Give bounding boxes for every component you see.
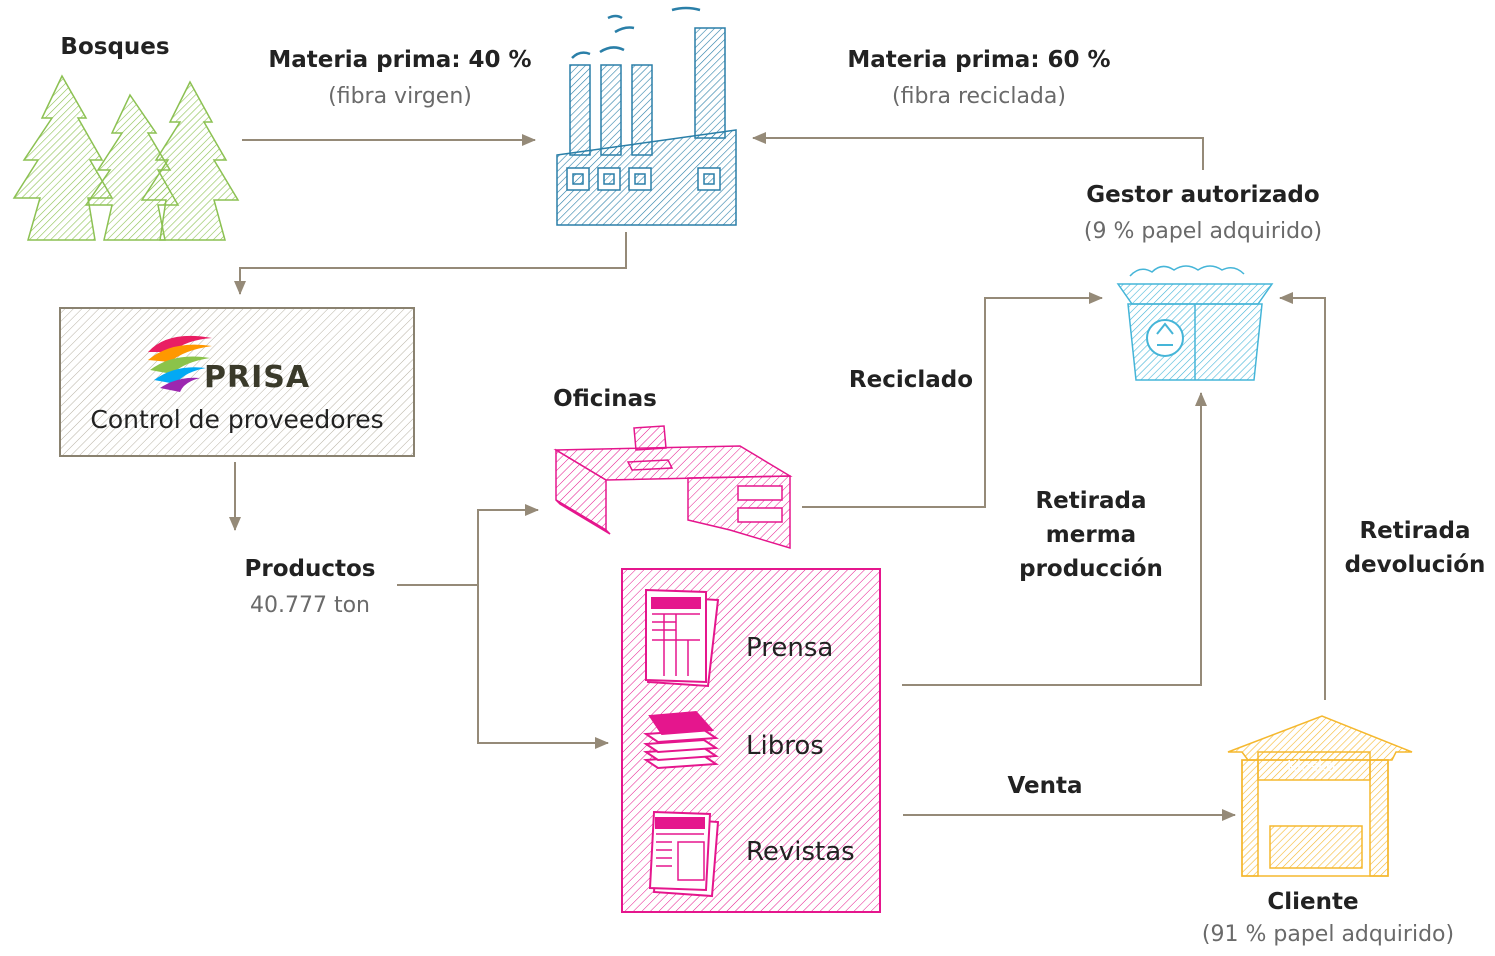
label-gestor-title: Gestor autorizado — [1086, 182, 1320, 208]
label-retirada-merma-3: producción — [1019, 556, 1163, 582]
label-control-proveedores: Control de proveedores — [90, 405, 384, 434]
control-box — [59, 307, 415, 457]
label-kiosko: Kiosko — [1287, 757, 1336, 775]
label-productos-title: Productos — [244, 556, 376, 582]
arrow-gestor-factory — [752, 132, 1204, 170]
tree-icon — [12, 74, 240, 241]
recycle-bin-icon — [1116, 265, 1274, 381]
newspaper-icon — [645, 588, 720, 688]
label-cliente-sub: (91 % papel adquirido) — [1201, 922, 1455, 947]
label-retirada-devolucion-1: Retirada — [1359, 518, 1471, 544]
label-gestor-sub: (9 % papel adquirido) — [1083, 219, 1323, 244]
books-icon — [643, 710, 719, 770]
label-reciclado: Reciclado — [848, 367, 974, 393]
label-retirada-merma-1: Retirada — [1035, 488, 1147, 514]
arrow-publishing-gestor — [902, 392, 1207, 686]
label-materia-60-sub: (fibra reciclada) — [892, 84, 1066, 109]
prisa-logo-text: PRISA — [204, 360, 311, 395]
arrow-kiosk-gestor — [1279, 292, 1326, 700]
prisa-logo-icon — [148, 335, 212, 392]
label-materia-60-title: Materia prima: 60 % — [847, 47, 1111, 73]
label-retirada-merma-2: merma — [1045, 522, 1137, 548]
label-cliente-title: Cliente — [1267, 889, 1359, 915]
label-oficinas: Oficinas — [553, 386, 657, 412]
arrow-oficinas-gestor — [802, 292, 1103, 508]
label-materia-40-sub: (fibra virgen) — [328, 84, 472, 109]
label-bosques: Bosques — [60, 34, 170, 60]
arrow-productos-oficinas — [397, 504, 539, 586]
label-libros: Libros — [746, 731, 824, 761]
magazine-icon — [648, 810, 720, 898]
desk-icon — [553, 425, 793, 550]
label-materia-40-title: Materia prima: 40 % — [268, 47, 532, 73]
arrow-productos-publishing — [477, 585, 609, 749]
label-productos-value: 40.777 ton — [249, 593, 370, 618]
label-venta: Venta — [1007, 773, 1083, 799]
label-retirada-devolucion-2: devolución — [1344, 552, 1486, 578]
factory-icon — [556, 6, 737, 226]
label-prensa: Prensa — [746, 633, 834, 663]
kiosk-icon — [1227, 715, 1413, 877]
arrow-factory-control — [234, 232, 627, 295]
connectors — [229, 132, 1326, 821]
label-revistas: Revistas — [746, 837, 855, 867]
